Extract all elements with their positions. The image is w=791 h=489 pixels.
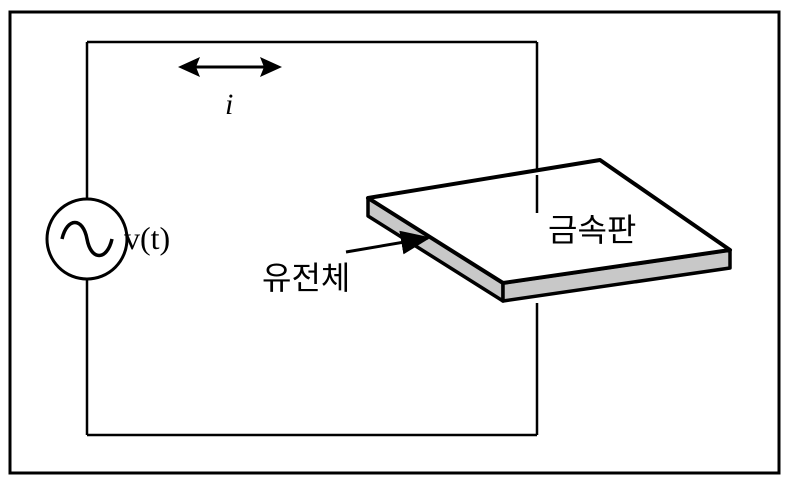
metal-plate-slab xyxy=(366,158,732,303)
current-label: i xyxy=(225,88,234,121)
dielectric-label: 유전체 xyxy=(262,259,351,297)
source-label: v(t) xyxy=(124,220,171,256)
ac-source-icon xyxy=(45,197,129,281)
outer-frame xyxy=(8,10,781,475)
metal-plate-top xyxy=(366,158,732,285)
dielectric-pointer-arrow-icon xyxy=(345,230,431,255)
current-double-arrow-icon xyxy=(178,57,282,77)
metal-plate-label: 금속판 xyxy=(548,211,637,249)
